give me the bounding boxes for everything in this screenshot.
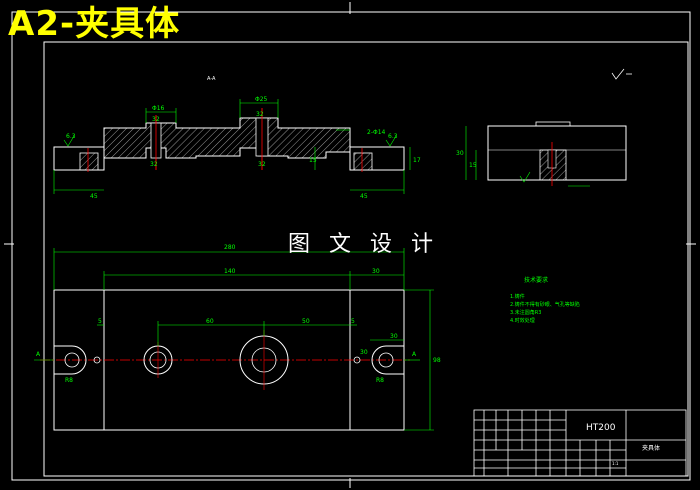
section-label: A-A bbox=[207, 76, 216, 82]
dim-140: 140 bbox=[224, 268, 236, 275]
dim-roughness-left: 6.3 bbox=[66, 133, 76, 140]
note-item-1: 1.铸件 bbox=[510, 293, 525, 300]
note-item-3: 3.未注圆角R3 bbox=[510, 309, 541, 316]
drawing-title: A2-夹具体 bbox=[8, 4, 181, 44]
side-dim-15: 15 bbox=[469, 162, 477, 169]
dim-280: 280 bbox=[224, 244, 236, 251]
title-material: HT200 bbox=[586, 423, 616, 433]
side-dim-30: 30 bbox=[456, 150, 464, 157]
dim-15: 15 bbox=[309, 157, 317, 164]
section-body bbox=[103, 117, 351, 159]
section-mark-a-left: A bbox=[36, 351, 41, 358]
dim-32c: 32 bbox=[150, 161, 158, 168]
title-block bbox=[473, 409, 687, 477]
dim-2-d14: 2-Φ14 bbox=[367, 129, 386, 136]
dim-r-left: R8 bbox=[65, 377, 73, 384]
drawing-frame bbox=[4, 2, 696, 488]
dim-5-left: 5 bbox=[98, 318, 102, 325]
dim-r-right-top: 30 bbox=[360, 349, 368, 356]
dim-d25: Φ25 bbox=[255, 96, 268, 103]
dim-50: 50 bbox=[302, 318, 310, 325]
dim-60: 60 bbox=[206, 318, 214, 325]
dim-45-left: 45 bbox=[90, 193, 98, 200]
section-mark-a-right: A bbox=[412, 351, 417, 358]
dim-roughness-right: 6.3 bbox=[388, 133, 398, 140]
title-scale: 1:1 bbox=[612, 461, 619, 466]
title-part-name: 夹具体 bbox=[642, 444, 660, 452]
dim-r-right: R8 bbox=[376, 377, 384, 384]
dim-5-right: 5 bbox=[351, 318, 355, 325]
notes-heading: 技术要求 bbox=[524, 276, 548, 284]
dim-32d: 32 bbox=[258, 161, 266, 168]
dim-98: 98 bbox=[433, 357, 441, 364]
dim-45-right: 45 bbox=[360, 193, 368, 200]
side-view: 30 15 bbox=[456, 121, 627, 187]
dim-30-right: 30 bbox=[390, 333, 398, 340]
note-item-2: 2.铸件不得有砂眼、气孔等缺陷 bbox=[510, 301, 580, 308]
dim-d16: Φ16 bbox=[152, 105, 165, 112]
note-item-4: 4.时效处理 bbox=[510, 317, 535, 324]
dim-32a: 32 bbox=[152, 116, 160, 123]
technical-notes: 技术要求 1.铸件 2.铸件不得有砂眼、气孔等缺陷 3.未注圆角R3 4.时效处… bbox=[510, 276, 580, 324]
plan-view: 280 140 30 60 50 5 5 30 98 30 R8 R8 A A bbox=[34, 244, 441, 431]
dim-17: 17 bbox=[413, 157, 421, 164]
roughness-symbol bbox=[611, 68, 632, 80]
watermark-text: 图 文 设 计 bbox=[288, 232, 439, 257]
dim-30-top: 30 bbox=[372, 268, 380, 275]
dim-32b: 32 bbox=[256, 111, 264, 118]
front-section-view: Φ16 Φ25 32 32 32 32 6.3 6.3 45 45 15 17 … bbox=[53, 96, 421, 200]
